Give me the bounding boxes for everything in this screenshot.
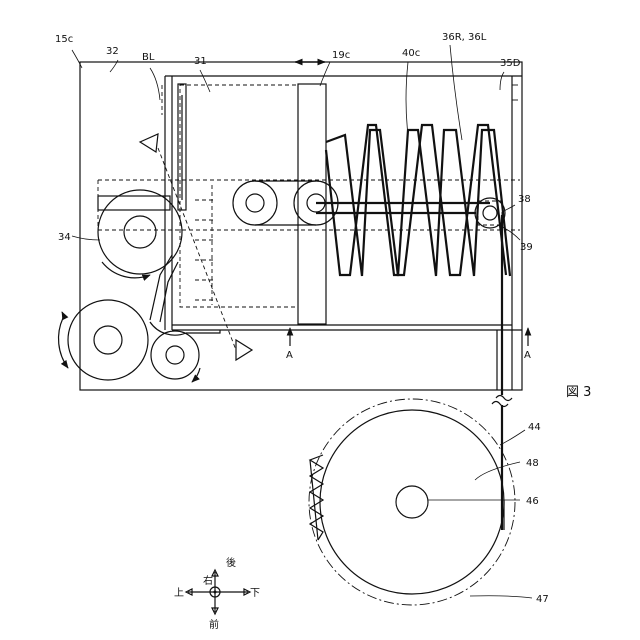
label-15c: 15c (55, 34, 73, 45)
label-48: 48 (526, 458, 539, 469)
reference-labels: 15c 32 BL 31 19c 40c 36R, 36L 35D 38 39 … (55, 32, 591, 605)
roller-34 (98, 190, 182, 278)
label-35D: 35D (500, 58, 521, 69)
section-arrows (290, 328, 528, 346)
direction-legend: 上 下 右 後 前 (174, 556, 260, 631)
label-31: 31 (194, 56, 207, 67)
plate-31 (178, 84, 186, 210)
label-BL: BL (142, 52, 155, 63)
label-38: 38 (518, 194, 531, 205)
housing-frame (80, 62, 522, 390)
label-44: 44 (528, 422, 541, 433)
label-32: 32 (106, 46, 119, 57)
label-39: 39 (520, 242, 533, 253)
legend-down: 下 (250, 588, 260, 599)
leader-lines (72, 45, 532, 598)
legend-right: 右 (203, 574, 213, 587)
label-46: 46 (526, 496, 539, 507)
label-A-top: A (286, 350, 293, 361)
triangle-markers (140, 134, 252, 360)
drum-assembly (309, 399, 515, 605)
label-40c: 40c (402, 48, 420, 59)
label-47: 47 (536, 594, 549, 605)
legend-front: 前 (209, 618, 219, 631)
legend-rear: 後 (226, 556, 236, 569)
figure-caption: 図 3 (566, 385, 591, 400)
label-36: 36R, 36L (442, 32, 487, 43)
label-19c: 19c (332, 50, 350, 61)
label-34: 34 (58, 232, 71, 243)
legend-up: 上 (174, 587, 184, 599)
label-A-bottom: A (524, 350, 531, 361)
